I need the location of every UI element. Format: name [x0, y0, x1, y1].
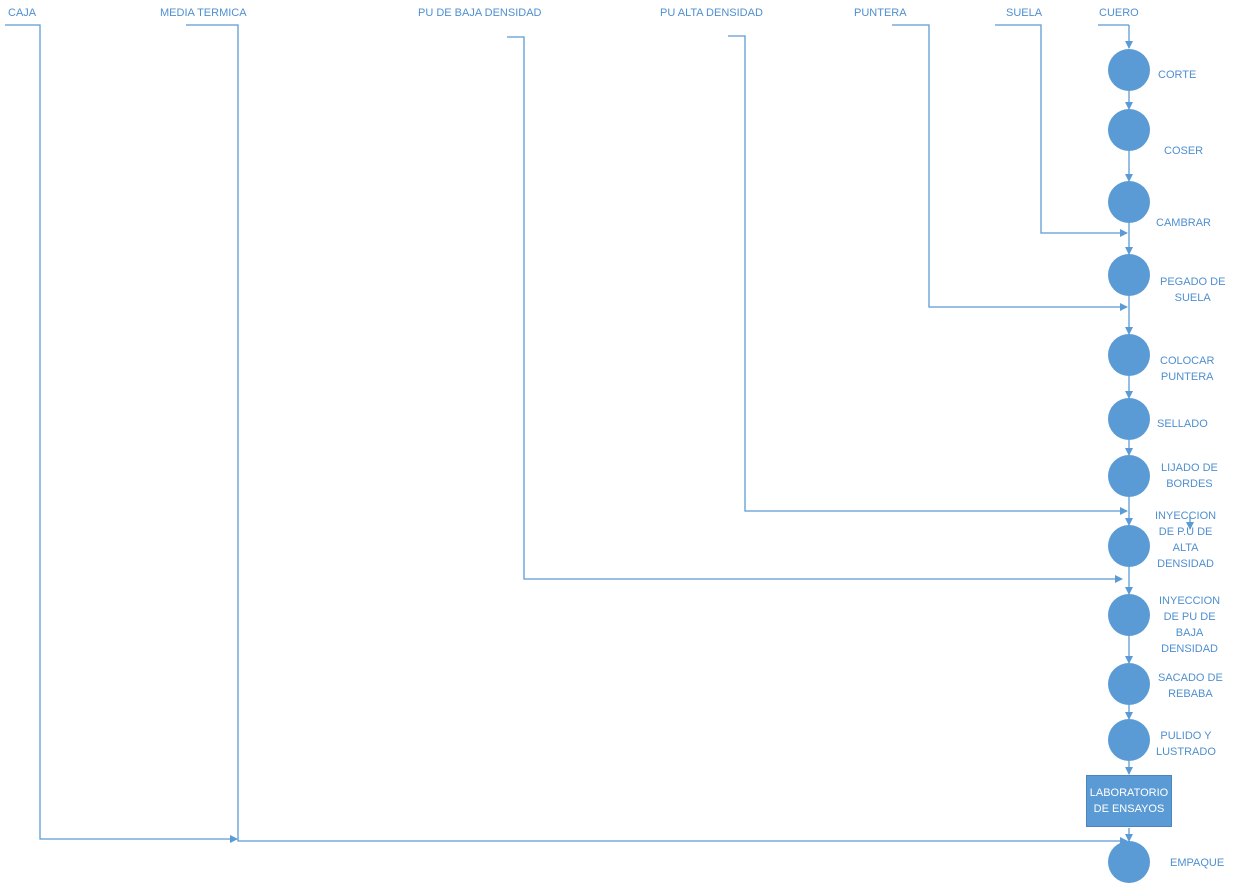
step-label-pulido-y-lustrado: PULIDO Y LUSTRADO: [1156, 730, 1216, 758]
media-termica-feed-line: [186, 24, 1128, 845]
step-label-empaque: EMPAQUE: [1170, 857, 1225, 869]
step-node-cambrar: [1108, 181, 1150, 223]
step-node-sacado: [1108, 663, 1150, 705]
input-label-media-termica: MEDIA TERMICA: [160, 7, 247, 19]
step-node-coser: [1108, 109, 1150, 151]
step-label-lijado-de-bordes: LIJADO DE BORDES: [1161, 462, 1218, 490]
input-label-suela: SUELA: [1006, 7, 1043, 19]
caja-feed-line: [5, 24, 238, 843]
step-node-iny-baja: [1108, 594, 1150, 636]
step-node-colocar: [1108, 334, 1150, 376]
laboratorio-de-ensayos-box: LABORATORIO DE ENSAYOS: [1086, 775, 1172, 827]
step-label-cambrar: CAMBRAR: [1156, 217, 1212, 229]
step-label-sacado-de-rebaba: SACADO DE REBABA: [1158, 672, 1223, 700]
input-label-pu-baja-densidad: PU DE BAJA DENSIDAD: [418, 7, 542, 19]
step-node-pegado: [1108, 254, 1150, 296]
step-label-colocar-puntera: COLOCAR PUNTERA: [1160, 355, 1215, 383]
step-node-lijado: [1108, 455, 1150, 497]
suela-feed-line: [995, 24, 1128, 237]
step-node-corte: [1108, 49, 1150, 91]
step-node-empaque: [1108, 841, 1150, 883]
step-label-coser: COSER: [1164, 145, 1204, 157]
step-label-corte: CORTE: [1158, 69, 1197, 81]
step-node-pulido: [1108, 719, 1150, 761]
step-label-inyeccion-pu-baja: INYECCION DE PU DE BAJA DENSIDAD: [1159, 595, 1221, 655]
pu-baja-feed-line: [507, 36, 1123, 583]
input-label-pu-alta-densidad: PU ALTA DENSIDAD: [660, 7, 763, 19]
input-label-puntera: PUNTERA: [854, 7, 907, 19]
input-label-caja: CAJA: [8, 7, 37, 19]
puntera-feed-line: [892, 24, 1128, 311]
input-label-cuero: CUERO: [1099, 7, 1139, 19]
step-label-inyeccion-pu-alta: INYECCION DE P.U DE ALTA DENSIDAD: [1155, 510, 1217, 570]
step-node-sellado: [1108, 398, 1150, 440]
step-node-iny-alta: [1108, 525, 1150, 567]
pu-alta-feed-line: [728, 35, 1128, 515]
step-label-pegado-de-suela: PEGADO DE SUELA: [1160, 276, 1226, 304]
step-label-sellado: SELLADO: [1157, 418, 1208, 430]
